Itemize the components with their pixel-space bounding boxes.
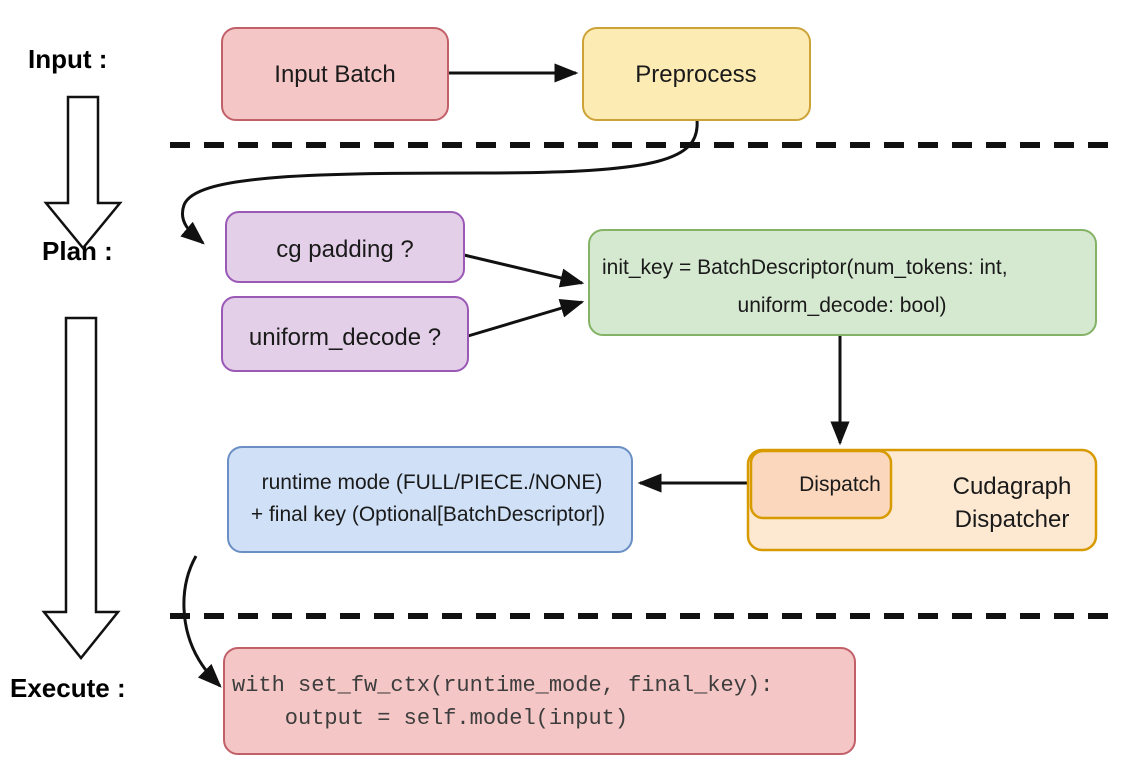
cg-padding-shape	[225, 211, 465, 283]
stage-label-execute: Execute :	[10, 673, 126, 703]
dispatch-shape	[749, 449, 893, 520]
execute-code-line2: output = self.model(input)	[232, 706, 628, 731]
connector-uniform-decode-to-init-key	[467, 298, 585, 338]
preprocess-label: Preprocess	[635, 61, 756, 88]
uniform-decode-shape	[221, 296, 469, 372]
node-preprocess[interactable]: Preprocess	[582, 27, 811, 121]
input-batch-label: Input Batch	[274, 61, 395, 88]
runtime-mode-label-line2: + final key (Optional[BatchDescriptor])	[251, 503, 605, 526]
init-key-label-line2: uniform_decode: bool)	[738, 294, 947, 317]
cg-padding-label: cg padding ?	[276, 236, 413, 263]
execute-code-line1: with set_fw_ctx(runtime_mode, final_key)…	[232, 673, 773, 698]
connector-cg-padding-to-init-key	[463, 253, 585, 288]
connector-runtime-mode-to-execute-code	[182, 555, 222, 688]
cudagraph-dispatcher-label-line1: Cudagraph	[953, 473, 1072, 500]
node-cg-padding[interactable]: cg padding ?	[225, 211, 465, 283]
node-init-key[interactable]: init_key = BatchDescriptor(num_tokens: i…	[588, 229, 1097, 336]
connector-preprocess-to-cg-padding	[180, 119, 699, 245]
input-to-plan-block-arrow	[43, 95, 123, 250]
init-key-shape	[588, 229, 1097, 336]
node-input-batch[interactable]: Input Batch	[221, 27, 449, 121]
execute-code-shape	[223, 647, 856, 755]
plan-to-execute-block-arrow	[41, 316, 121, 660]
node-uniform-decode[interactable]: uniform_decode ?	[221, 296, 469, 372]
runtime-mode-shape	[227, 446, 633, 553]
runtime-mode-label-line1: runtime mode (FULL/PIECE./NONE)	[262, 471, 603, 494]
node-execute-code[interactable]: with set_fw_ctx(runtime_mode, final_key)…	[223, 647, 856, 755]
stage-label-input: Input :	[28, 44, 107, 74]
init-key-label-line1: init_key = BatchDescriptor(num_tokens: i…	[602, 256, 1008, 279]
dispatch-label: Dispatch	[799, 473, 881, 496]
preprocess-shape	[582, 27, 811, 121]
input-batch-shape	[221, 27, 449, 121]
uniform-decode-label: uniform_decode ?	[249, 324, 441, 351]
node-dispatch[interactable]: Dispatch	[749, 449, 893, 520]
node-runtime-mode[interactable]: runtime mode (FULL/PIECE./NONE) + final …	[227, 446, 633, 553]
cudagraph-dispatcher-label-line2: Dispatcher	[955, 506, 1070, 533]
